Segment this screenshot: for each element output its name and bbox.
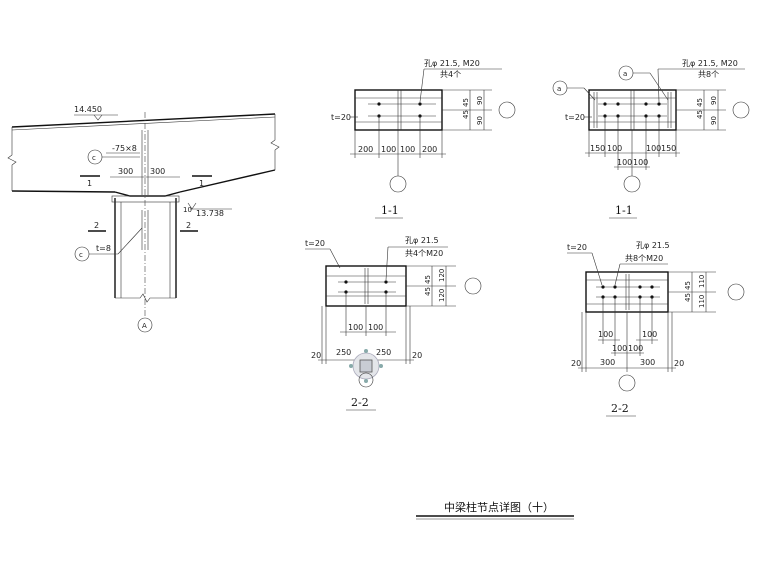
detail-1-1-right: a a 孔φ 21.5, M20 共8个 t=20 150 100 100 15… (552, 59, 750, 219)
d1a-count-note: 共4个 (440, 70, 461, 79)
d2b-hdim-low-3: 300 (640, 358, 655, 367)
d1a-vdim-in-2: 45 (462, 110, 470, 119)
d2a-hdim-low-4: 20 (412, 351, 422, 360)
d2a-hdim-low-3: 250 (376, 348, 391, 357)
detail-2-2-right: t=20 孔φ 21.5 共8个M20 100 100 100 100 20 3… (567, 241, 745, 417)
d2b-hdim-1: 100 (598, 330, 613, 339)
section-1-left: 1 (87, 179, 92, 188)
section-1-right: 1 (199, 179, 204, 188)
elevation-view: 14.450 c -75×8 300 300 1 1 2 2 c t=8 10 … (7, 105, 280, 333)
d2b-hdim-low-1: 20 (571, 359, 581, 368)
d1b-count-note: 共8个 (698, 70, 719, 79)
d1b-hdim-3: 100 (646, 144, 661, 153)
callout-c-lower: c (79, 251, 83, 259)
d1b-hdim-2: 100 (607, 144, 622, 153)
d1b-hdim-1: 150 (590, 144, 605, 153)
d2b-vdim-out-2: 110 (698, 295, 706, 308)
plate-thickness-label: t=8 (96, 244, 111, 253)
d2b-vdim-in-1: 45 (684, 281, 692, 290)
d1a-hdim-4: 200 (422, 145, 437, 154)
axis-a-label: A (142, 322, 147, 330)
move-gizmo-icon[interactable] (349, 349, 383, 383)
d2b-hdim-low-4: 20 (674, 359, 684, 368)
d1b-callout-a-top: a (623, 70, 627, 78)
d2b-count-note: 共8个M20 (625, 254, 663, 263)
d1b-hole-note: 孔φ 21.5, M20 (682, 59, 738, 68)
d1a-vdim-out-1: 90 (476, 96, 484, 105)
stiffener-label: -75×8 (112, 144, 137, 153)
d1a-t-label: t=20 (331, 113, 351, 122)
top-elevation-label: 14.450 (74, 105, 102, 114)
section-2-left: 2 (94, 221, 99, 230)
d2a-count-note: 共4个M20 (405, 249, 443, 258)
gap-dim-label: 10 (183, 206, 192, 214)
d2a-vdim-in-2: 45 (424, 287, 432, 296)
d1a-title: 1-1 (381, 204, 399, 217)
d1a-hdim-3: 100 (400, 145, 415, 154)
d2a-hdim-low-2: 250 (336, 348, 351, 357)
d1b-hdim-low-2: 100 (633, 158, 648, 167)
d2b-vdim-in-2: 45 (684, 293, 692, 302)
d2b-title: 2-2 (611, 402, 629, 415)
d2b-t-label: t=20 (567, 243, 587, 252)
d2a-vdim-out-1: 120 (438, 269, 446, 282)
d1a-hole-note: 孔φ 21.5, M20 (424, 59, 480, 68)
detail-1-1-left: 孔φ 21.5, M20 共4个 t=20 200 100 100 200 45… (331, 59, 516, 219)
d2b-hdim-mid-2: 100 (628, 344, 643, 353)
d1a-vdim-out-2: 90 (476, 116, 484, 125)
drawing-title-block: 中梁柱节点详图（十） (416, 500, 574, 520)
d2b-hdim-mid-1: 100 (612, 344, 627, 353)
d1b-callout-a-left: a (557, 85, 561, 93)
d2b-hole-note: 孔φ 21.5 (636, 241, 670, 250)
d1b-vdim-in-2: 45 (696, 110, 704, 119)
d2a-hdim-1: 100 (348, 323, 363, 332)
d1b-vdim-out-2: 90 (710, 116, 718, 125)
d1a-vdim-in-1: 45 (462, 98, 470, 107)
d2a-hole-note: 孔φ 21.5 (405, 236, 439, 245)
d2a-title: 2-2 (351, 396, 369, 409)
section-2-right: 2 (186, 221, 191, 230)
d1a-hdim-2: 100 (381, 145, 396, 154)
d2a-hdim-2: 100 (368, 323, 383, 332)
d1b-hdim-low-1: 100 (617, 158, 632, 167)
d1a-hdim-1: 200 (358, 145, 373, 154)
d2a-vdim-in-1: 45 (424, 275, 432, 284)
d1b-hdim-4: 150 (661, 144, 676, 153)
haunch-dim-right: 300 (150, 167, 165, 176)
d1b-title: 1-1 (615, 204, 633, 217)
d1b-t-label: t=20 (565, 113, 585, 122)
d2a-t-label: t=20 (305, 239, 325, 248)
d2b-hdim-low-2: 300 (600, 358, 615, 367)
d2b-vdim-out-1: 110 (698, 275, 706, 288)
d2b-hdim-2: 100 (642, 330, 657, 339)
d2a-hdim-low-1: 20 (311, 351, 321, 360)
d2a-vdim-out-2: 120 (438, 289, 446, 302)
callout-c-upper: c (92, 154, 96, 162)
d1b-vdim-in-1: 45 (696, 98, 704, 107)
haunch-dim-left: 300 (118, 167, 133, 176)
drawing-title: 中梁柱节点详图（十） (444, 500, 554, 514)
bottom-elevation-label: 13.738 (196, 209, 224, 218)
d1b-vdim-out-1: 90 (710, 96, 718, 105)
detail-2-2-left: t=20 孔φ 21.5 共4个M20 100 100 20 250 250 2… (305, 236, 482, 411)
